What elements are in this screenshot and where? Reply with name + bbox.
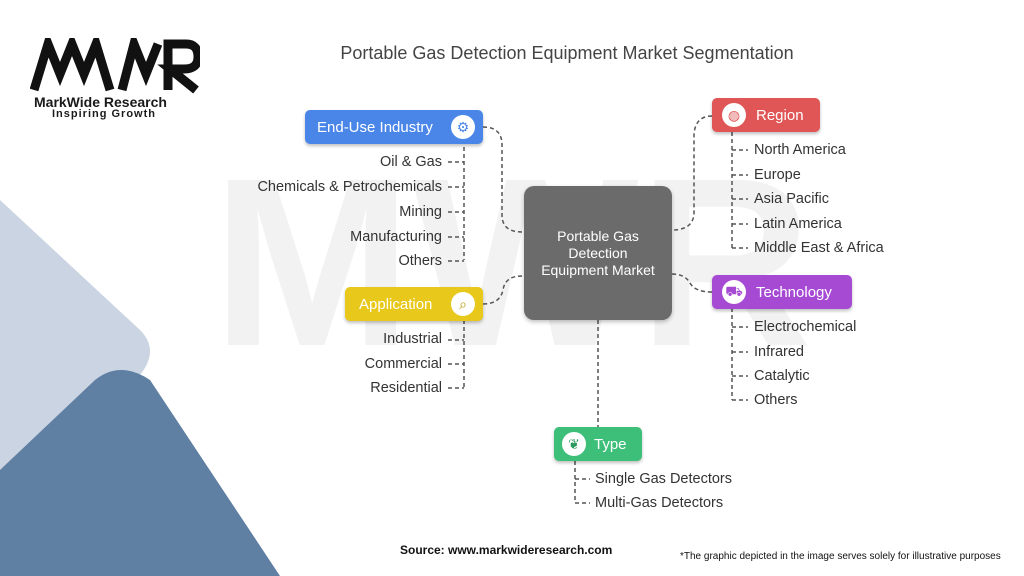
center-node: Portable Gas Detection Equipment Market xyxy=(524,186,672,320)
category-label: Type xyxy=(594,435,627,453)
list-item: Residential xyxy=(370,380,442,396)
list-item: Oil & Gas xyxy=(379,154,442,170)
category-technology: ⛟ Technology xyxy=(712,275,852,309)
source-text: Source: www.markwideresearch.com xyxy=(400,543,613,557)
category-region: ◍ Region xyxy=(712,98,820,132)
category-label: Region xyxy=(756,106,804,124)
list-item: Others xyxy=(754,392,798,408)
list-item: Asia Pacific xyxy=(754,191,829,207)
list-item: Europe xyxy=(754,167,801,183)
category-type: ❦ Type xyxy=(554,427,642,461)
list-item: Infrared xyxy=(754,344,804,360)
globe-icon: ◍ xyxy=(722,103,746,127)
list-item: Catalytic xyxy=(754,368,810,384)
logo-name: MarkWide Research xyxy=(34,94,167,110)
logo-tagline: Inspiring Growth xyxy=(52,108,156,120)
list-item: Industrial xyxy=(383,331,442,347)
category-end-use-industry: End-Use Industry ⚙ xyxy=(305,110,483,144)
list-item: Multi-Gas Detectors xyxy=(595,495,724,511)
list-item: Latin America xyxy=(754,216,842,232)
list-item: Commercial xyxy=(364,356,442,372)
search-people-icon: ⌕ xyxy=(451,292,475,316)
category-label: Application xyxy=(359,295,433,313)
list-item: Single Gas Detectors xyxy=(595,471,733,487)
logo-mark xyxy=(30,38,200,94)
category-label: End-Use Industry xyxy=(317,118,433,136)
category-label: Technology xyxy=(756,283,832,301)
list-item: Manufacturing xyxy=(350,229,442,245)
factory-worker-icon: ⚙ xyxy=(451,115,475,139)
list-item: Mining xyxy=(399,204,442,220)
car-tech-icon: ⛟ xyxy=(722,280,746,304)
list-item: Others xyxy=(398,253,442,269)
diagram-title: Portable Gas Detection Equipment Market … xyxy=(340,43,794,63)
plant-icon: ❦ xyxy=(562,432,586,456)
list-item: Chemicals & Petrochemicals xyxy=(257,179,442,195)
category-application: Application ⌕ xyxy=(345,287,483,321)
svg-text:MWR: MWR xyxy=(212,128,812,396)
list-item: Middle East & Africa xyxy=(754,240,884,256)
list-item: Electrochemical xyxy=(754,319,857,335)
disclaimer-note: *The graphic depicted in the image serve… xyxy=(680,551,1001,562)
list-item: North America xyxy=(754,142,846,158)
